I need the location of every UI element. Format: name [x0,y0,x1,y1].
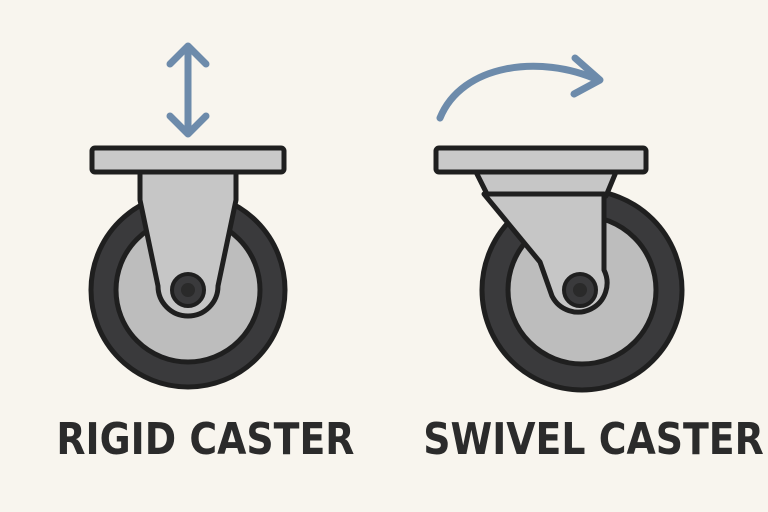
swivel-mounting-plate [433,145,649,175]
swivel-caster [433,54,685,393]
rigid-axle [170,272,206,308]
up-down-arrow-icon [166,42,210,138]
swivel-caster-label: SWIVEL CASTER [423,414,764,465]
rigid-caster-label: RIGID CASTER [56,414,355,465]
swivel-axle [562,272,598,308]
curved-arrow-icon [436,54,604,122]
rigid-caster [88,42,288,390]
rigid-mounting-plate [89,145,287,175]
rigid-bracket [137,169,239,319]
